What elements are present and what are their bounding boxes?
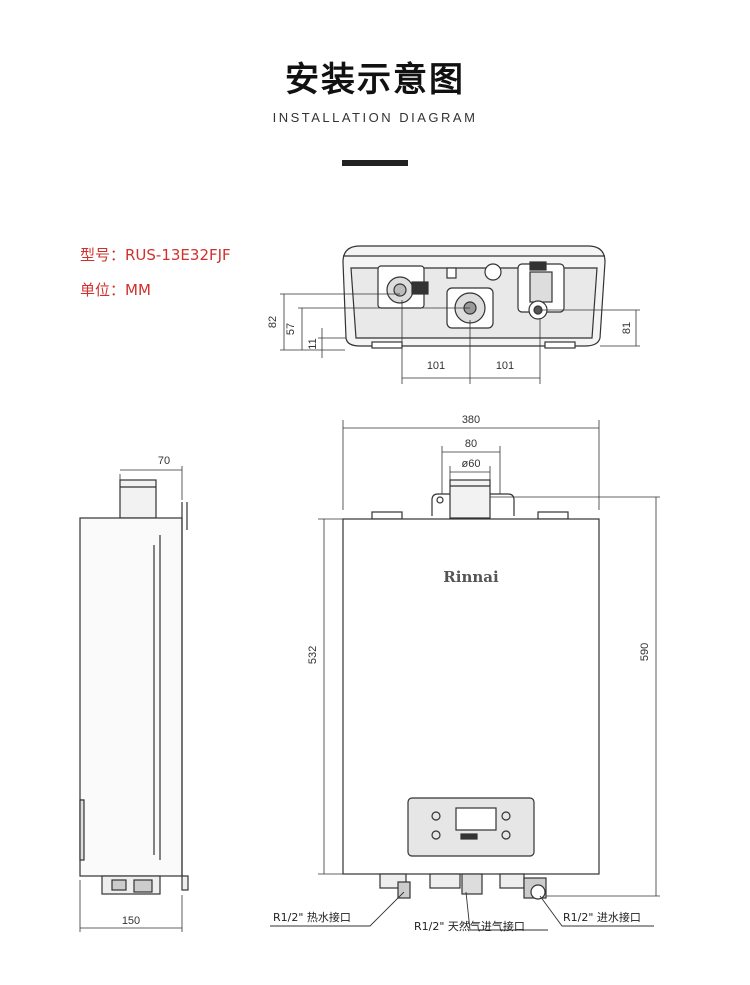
dim-diameter-60: ø60: [462, 458, 481, 470]
model-spec: 型号：RUS-13E32FJF: [80, 246, 231, 264]
label-hot-water-connection: R1/2" 热水接口: [273, 911, 351, 924]
dim-70: 70: [158, 455, 170, 467]
side-view-dimensions: [79, 466, 183, 932]
connection-leaders: [270, 891, 654, 931]
front-view: [342, 479, 600, 900]
label-cold-water-connection: R1/2" 进水接口: [563, 911, 641, 924]
dim-101-right: 101: [496, 360, 514, 372]
dim-532: 532: [307, 646, 319, 664]
dim-81: 81: [621, 322, 633, 334]
side-view: [79, 479, 189, 895]
dim-380: 380: [462, 414, 480, 426]
dim-11: 11: [307, 338, 319, 349]
unit-spec: 单位：MM: [80, 281, 151, 299]
dim-80: 80: [465, 438, 477, 450]
bottom-view: [342, 245, 606, 349]
bottom-view-dimensions: [280, 293, 640, 384]
dim-101-left: 101: [427, 360, 445, 372]
title-underline: [342, 160, 408, 166]
label-gas-connection: R1/2" 天然气进气接口: [414, 919, 525, 933]
brand-logo: Rinnai: [443, 568, 499, 586]
front-view-dimensions: [318, 420, 660, 897]
page-subtitle: INSTALLATION DIAGRAM: [272, 110, 478, 125]
dim-590: 590: [639, 643, 651, 661]
dim-57: 57: [285, 323, 297, 335]
dim-150: 150: [122, 915, 140, 927]
page-title: 安装示意图: [285, 60, 465, 100]
dim-82: 82: [267, 316, 279, 328]
